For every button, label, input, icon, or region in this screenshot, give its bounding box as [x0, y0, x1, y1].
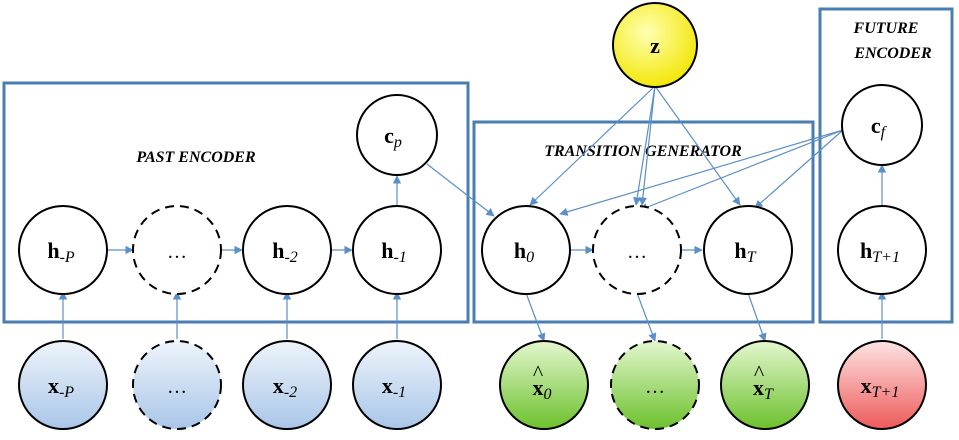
node-h-minus-1: h-1 — [352, 205, 442, 295]
node-c-f: cf — [841, 84, 923, 166]
edge-cf-h0 — [559, 129, 844, 216]
svg-text:h-1: h-1 — [381, 238, 407, 266]
node-h-minus-2: h-2 — [242, 205, 332, 295]
svg-text:h-2: h-2 — [272, 238, 298, 266]
svg-text:hT+1: hT+1 — [860, 238, 900, 266]
node-c-p: cp — [356, 94, 438, 176]
svg-text:z: z — [650, 33, 660, 58]
node-h-minus-P: h-P — [18, 205, 108, 295]
transition-generator-box — [472, 120, 815, 324]
past-encoder-box — [2, 81, 470, 324]
future-encoder-label-line1: FUTURE — [853, 20, 919, 37]
svg-text:^: ^ — [754, 360, 765, 385]
edge-z-hdots-a — [633, 85, 656, 206]
edge-hT-xhatT — [747, 292, 767, 342]
future-encoder-box — [818, 7, 954, 324]
svg-text:cp: cp — [384, 123, 402, 151]
node-x-hat-0: ^ x0 — [499, 340, 589, 430]
past-encoder-label: PAST ENCODER — [135, 149, 256, 166]
node-h-0: h0 — [481, 205, 571, 295]
svg-text:x-2: x-2 — [273, 373, 297, 401]
edge-z-hT — [654, 85, 741, 206]
svg-text:xT+1: xT+1 — [861, 373, 900, 401]
edge-z-hdots-b — [638, 85, 656, 206]
svg-text:…: … — [627, 241, 647, 263]
svg-text:…: … — [167, 376, 187, 398]
node-h-gen-ellipsis: … — [592, 205, 682, 295]
node-x-minus-1: x-1 — [352, 340, 442, 430]
svg-text:x-P: x-P — [48, 373, 74, 401]
edge-cp-h0 — [426, 163, 495, 217]
node-x-minus-2: x-2 — [242, 340, 332, 430]
edge-z-h0 — [529, 85, 656, 206]
node-h-T-plus-1: hT+1 — [837, 205, 927, 295]
svg-text:…: … — [167, 241, 187, 263]
node-z: z — [612, 2, 698, 88]
node-x-hat-T: ^ xT — [720, 340, 810, 430]
edge-h0-xhat0 — [525, 292, 546, 342]
svg-text:h0: h0 — [514, 238, 534, 266]
future-encoder-label-line2: ENCODER — [853, 45, 932, 62]
node-x-past-ellipsis: … — [132, 340, 222, 430]
edge-cf-hT — [754, 129, 844, 209]
edges — [58, 85, 887, 342]
svg-text:x-1: x-1 — [382, 373, 406, 401]
node-h-past-ellipsis: … — [132, 205, 222, 295]
transition-generator-label: TRANSITION GENERATOR — [544, 143, 742, 160]
node-x-T-plus-1: xT+1 — [837, 340, 927, 430]
svg-text:hT: hT — [734, 238, 756, 266]
node-x-hat-ellipsis: … — [610, 340, 700, 430]
svg-text:^: ^ — [533, 360, 544, 385]
svg-text:xT: xT — [753, 375, 774, 403]
svg-text:cf: cf — [871, 113, 888, 141]
svg-text:x0: x0 — [533, 375, 552, 403]
node-h-T: hT — [703, 205, 793, 295]
node-x-minus-P: x-P — [18, 340, 108, 430]
svg-text:h-P: h-P — [47, 238, 75, 266]
svg-text:…: … — [645, 376, 665, 398]
edge-cf-hdots — [639, 129, 844, 212]
edge-hdots-xhatdots — [636, 292, 657, 342]
